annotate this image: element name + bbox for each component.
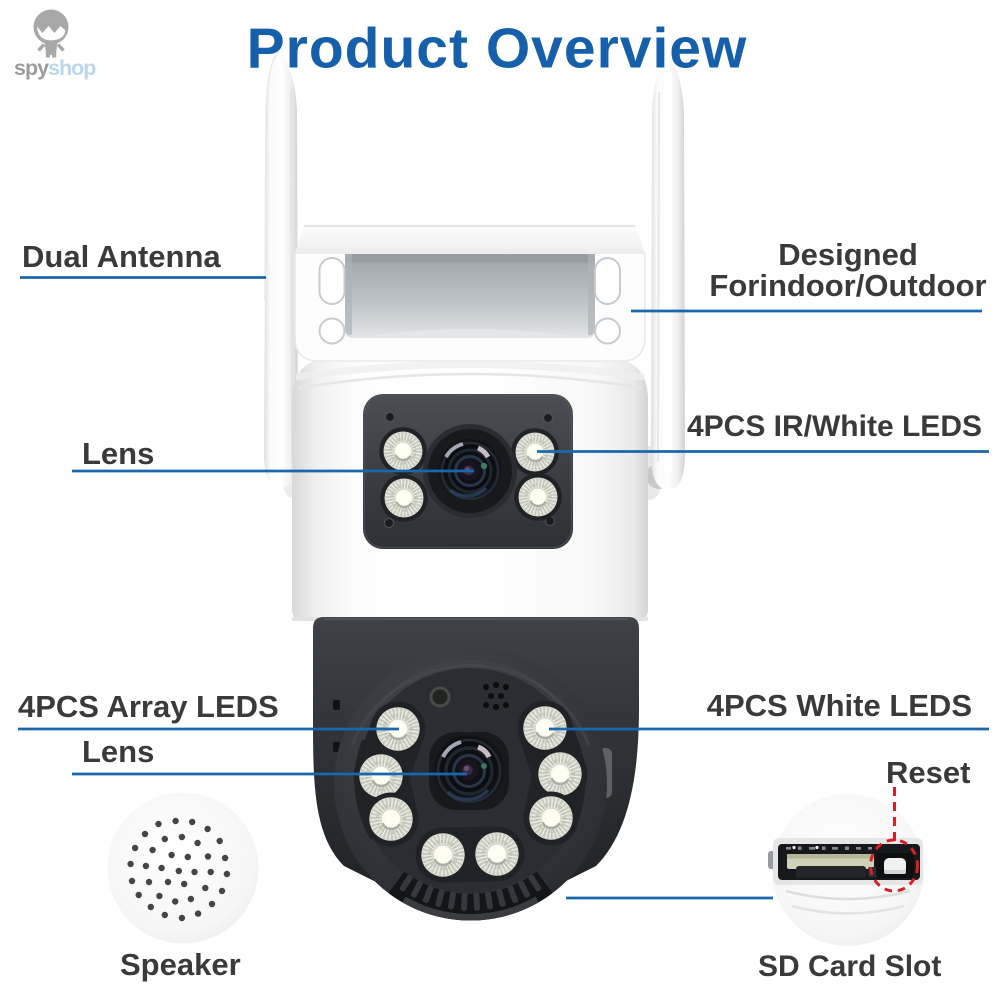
svg-text:4PCS IR/White LEDS: 4PCS IR/White LEDS [687, 410, 982, 443]
svg-text:Lens: Lens [82, 436, 154, 471]
svg-text:Dual Antenna: Dual Antenna [22, 239, 221, 274]
svg-text:Forindoor/Outdoor: Forindoor/Outdoor [709, 268, 986, 303]
svg-text:Speaker: Speaker [120, 947, 241, 982]
svg-text:4PCS White LEDS: 4PCS White LEDS [707, 688, 972, 723]
svg-text:Designed: Designed [778, 237, 918, 272]
svg-text:Product Overview: Product Overview [247, 17, 748, 81]
svg-text:SD Card Slot: SD Card Slot [758, 950, 941, 983]
svg-text:Lens: Lens [82, 734, 154, 769]
svg-text:Reset: Reset [886, 755, 970, 790]
svg-text:spyshop: spyshop [14, 56, 96, 80]
svg-text:4PCS Array LEDS: 4PCS Array LEDS [18, 689, 279, 724]
